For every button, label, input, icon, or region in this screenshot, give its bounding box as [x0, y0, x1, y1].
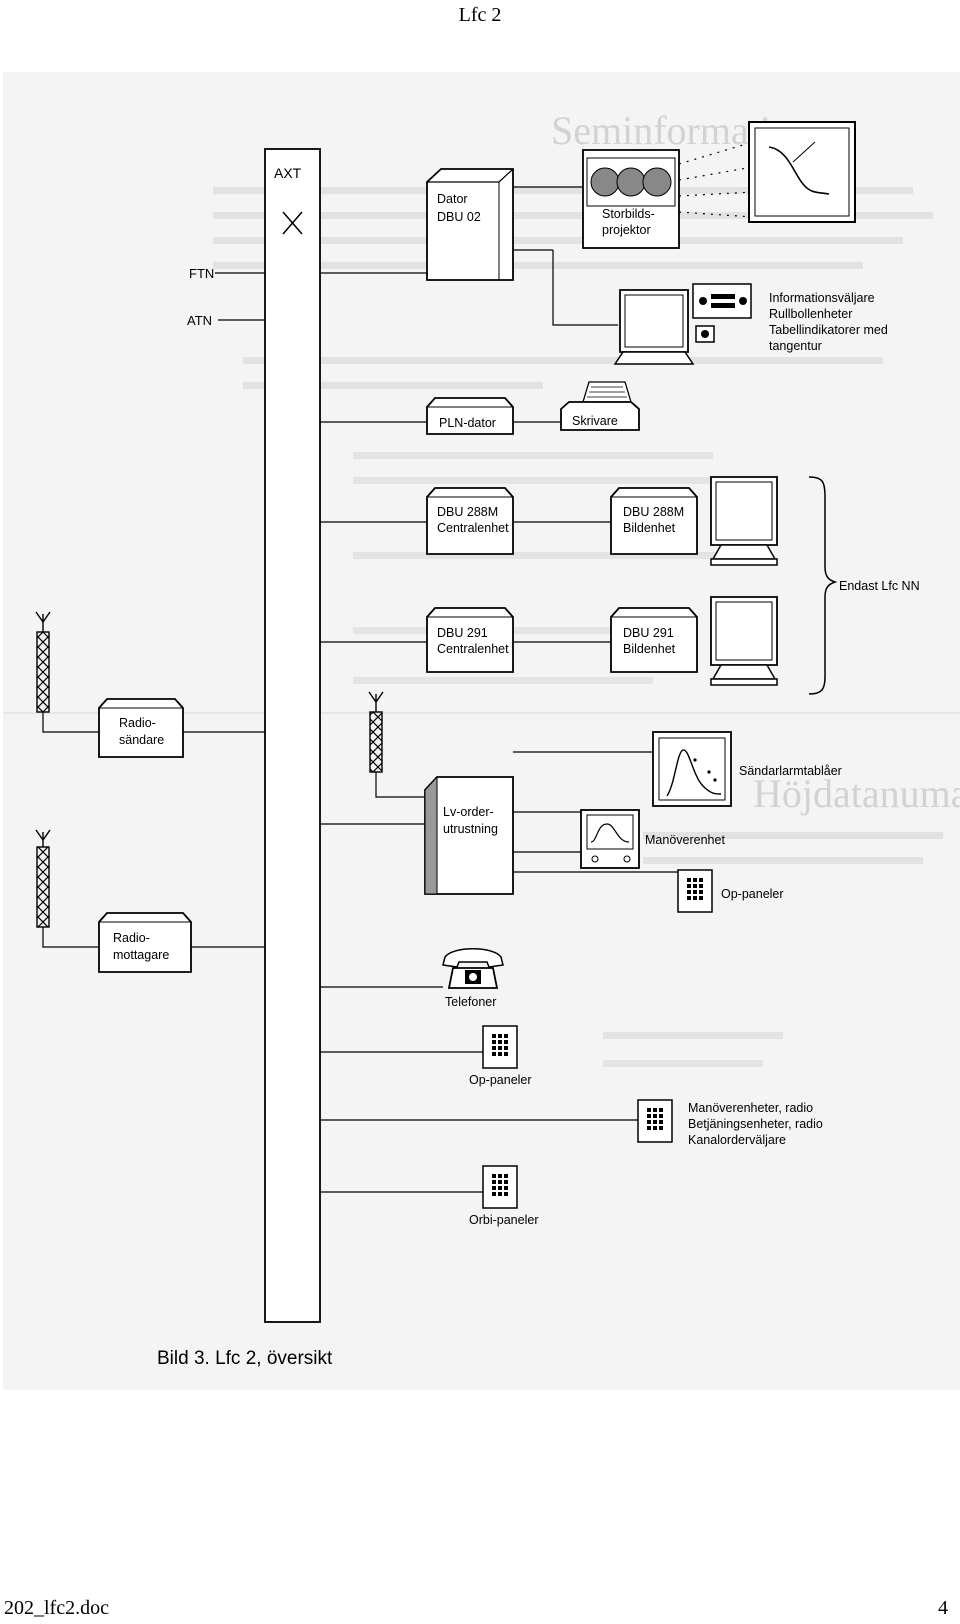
info-console: Informationsväljare Rullbollenheter Tabe… — [613, 283, 888, 365]
connection-lines — [42, 186, 678, 1193]
dbu291-bildenhet: DBU 291 Bildenhet — [610, 607, 698, 673]
pln-label: PLN-dator — [439, 416, 496, 430]
radiosandare-label-1: Radio- — [119, 716, 156, 730]
dbu291c-label-2: Centralenhet — [437, 642, 509, 656]
lvorder-label-1: Lv-order- — [443, 805, 494, 819]
dbu288c-label-2: Centralenhet — [437, 521, 509, 535]
antenna-icon — [368, 691, 384, 773]
dator-dbu02: Dator DBU 02 — [426, 168, 514, 281]
telefon: Telefoner — [442, 948, 504, 1009]
keypad-icon — [482, 1025, 518, 1069]
cross-connect-icon — [282, 211, 303, 235]
footer-page-number: 4 — [938, 1597, 948, 1619]
oppaneler1-label: Op-paneler — [721, 887, 784, 901]
manover-label: Manöverenhet — [645, 833, 725, 847]
info-label-4: tangentur — [769, 339, 822, 353]
axt-label: AXT — [274, 165, 302, 181]
monitor-icon — [710, 596, 778, 686]
orbi-label: Orbi-paneler — [469, 1213, 538, 1227]
brace — [808, 476, 838, 695]
storbild-label-1: Storbilds- — [602, 207, 655, 221]
radiomottagare-label-2: mottagare — [113, 948, 169, 962]
dator-label-1: Dator — [437, 192, 468, 206]
keypad-icon — [677, 869, 713, 913]
skrivare: Skrivare — [560, 381, 640, 431]
dbu291c-label-1: DBU 291 — [437, 626, 488, 640]
manoverenheter-label-3: Kanalorderväljare — [688, 1133, 786, 1147]
footer-filename: 202_lfc2.doc — [4, 1597, 109, 1619]
sandarlarm-label: Sändarlarmtablåer — [739, 764, 842, 778]
dbu288b-label-1: DBU 288M — [623, 505, 684, 519]
atn-label: ATN — [187, 313, 212, 328]
manoverenheter-label-1: Manöverenheter, radio — [688, 1101, 813, 1115]
pln-dator: PLN-dator — [426, 397, 514, 435]
radiosandare: Radio- sändare — [98, 698, 184, 758]
bleed-through-text: Seminformation Höjdatanuma — [3, 108, 960, 1067]
antenna-icon — [35, 829, 51, 928]
storbild-label-2: projektor — [602, 223, 651, 237]
ftn-label: FTN — [189, 266, 214, 281]
endast-label: Endast Lfc NN — [839, 579, 920, 593]
info-label-1: Informationsväljare — [769, 291, 875, 305]
manoverenheter-label-2: Betjäningsenheter, radio — [688, 1117, 823, 1131]
dbu291b-label-1: DBU 291 — [623, 626, 674, 640]
monitor-icon — [710, 476, 778, 566]
manoverenhet: Manöverenhet — [580, 809, 725, 869]
svg-text:Höjdatanuma: Höjdatanuma — [753, 771, 960, 816]
dator-label-2: DBU 02 — [437, 210, 481, 224]
dbu288m-bildenhet: DBU 288M Bildenhet — [610, 487, 698, 555]
scanned-figure: Seminformation Höjdatanuma AXT FTN ATN — [3, 72, 960, 1390]
skrivare-label: Skrivare — [572, 414, 618, 428]
dbu291-centralenhet: DBU 291 Centralenhet — [426, 607, 514, 673]
overview-diagram: Seminformation Höjdatanuma AXT FTN ATN — [3, 108, 960, 1369]
oppaneler2-label: Op-paneler — [469, 1073, 532, 1087]
main-bus — [264, 148, 321, 1323]
lvorder-label-2: utrustning — [443, 822, 498, 836]
figure-caption: Bild 3. Lfc 2, översikt — [157, 1348, 333, 1369]
info-label-3: Tabellindikatorer med — [769, 323, 888, 337]
radiosandare-label-2: sändare — [119, 733, 164, 747]
sandarlarm-display: Sändarlarmtablåer — [652, 731, 842, 807]
dbu288b-label-2: Bildenhet — [623, 521, 676, 535]
dbu288c-label-1: DBU 288M — [437, 505, 498, 519]
radiomottagare: Radio- mottagare — [98, 912, 192, 973]
page-header: Lfc 2 — [458, 4, 502, 26]
dbu288m-centralenhet: DBU 288M Centralenhet — [426, 487, 514, 555]
radiomottagare-label-1: Radio- — [113, 931, 150, 945]
telefoner-label: Telefoner — [445, 995, 496, 1009]
keypad-icon — [637, 1099, 673, 1143]
keypad-icon — [482, 1165, 518, 1209]
storbildsprojektor: Storbilds- projektor — [582, 121, 856, 249]
lv-order-utrustning: Lv-order- utrustning — [424, 775, 514, 895]
dbu291b-label-2: Bildenhet — [623, 642, 676, 656]
antenna-icon — [35, 611, 51, 713]
info-label-2: Rullbollenheter — [769, 307, 852, 321]
